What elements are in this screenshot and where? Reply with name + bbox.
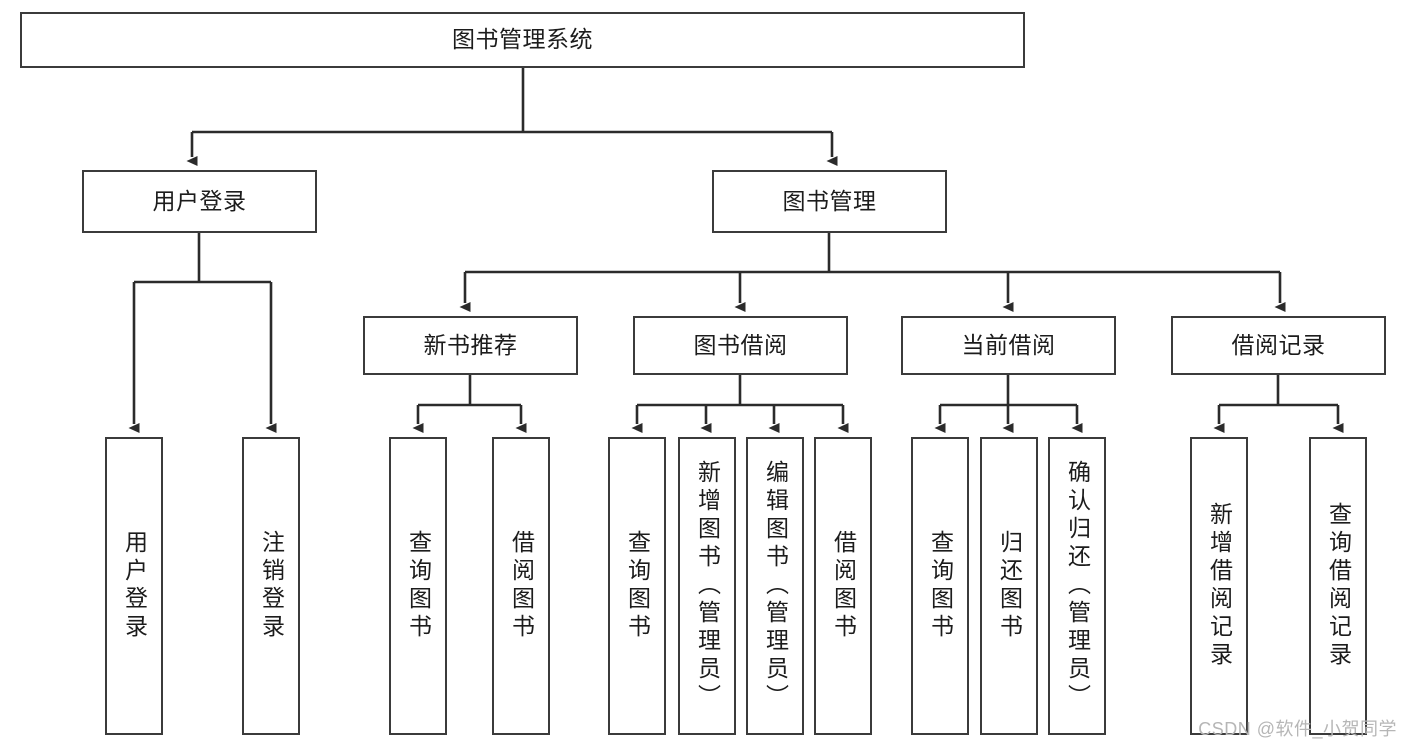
leaf-current-borrow-query-label: 查询图书 <box>927 530 954 642</box>
node-current-borrow-label: 当前借阅 <box>961 331 1056 358</box>
leaf-book-borrow-add[interactable]: 新增图书（管理员） <box>678 437 736 735</box>
leaf-borrow-record-query-label: 查询借阅记录 <box>1325 502 1352 670</box>
leaf-new-book-borrow[interactable]: 借阅图书 <box>492 437 550 735</box>
leaf-user-login-login-label: 用户登录 <box>121 530 148 642</box>
node-current-borrow[interactable]: 当前借阅 <box>901 316 1116 375</box>
leaf-current-borrow-return[interactable]: 归还图书 <box>980 437 1038 735</box>
leaf-new-book-query[interactable]: 查询图书 <box>389 437 447 735</box>
node-borrow-record-label: 借阅记录 <box>1231 331 1326 358</box>
leaf-user-login-logout-label: 注销登录 <box>258 530 285 642</box>
leaf-new-book-borrow-label: 借阅图书 <box>508 530 535 642</box>
node-root-label: 图书管理系统 <box>452 26 593 53</box>
leaf-book-borrow-query-label: 查询图书 <box>624 530 651 642</box>
node-new-book-recommend-label: 新书推荐 <box>423 331 518 358</box>
leaf-book-borrow-edit[interactable]: 编辑图书（管理员） <box>746 437 804 735</box>
leaf-current-borrow-query[interactable]: 查询图书 <box>911 437 969 735</box>
leaf-user-login-login[interactable]: 用户登录 <box>105 437 163 735</box>
leaf-borrow-record-query[interactable]: 查询借阅记录 <box>1309 437 1367 735</box>
node-book-management-label: 图书管理 <box>782 187 877 214</box>
leaf-user-login-logout[interactable]: 注销登录 <box>242 437 300 735</box>
node-book-borrow[interactable]: 图书借阅 <box>633 316 848 375</box>
node-user-login[interactable]: 用户登录 <box>82 170 317 233</box>
csdn-watermark: CSDN @软件_小贺同学 <box>1198 719 1397 739</box>
leaf-new-book-query-label: 查询图书 <box>405 530 432 642</box>
node-book-borrow-label: 图书借阅 <box>693 331 788 358</box>
node-borrow-record[interactable]: 借阅记录 <box>1171 316 1386 375</box>
leaf-current-borrow-confirm-return[interactable]: 确认归还（管理员） <box>1048 437 1106 735</box>
leaf-borrow-record-add[interactable]: 新增借阅记录 <box>1190 437 1248 735</box>
leaf-book-borrow-add-label: 新增图书（管理员） <box>694 460 721 712</box>
leaf-book-borrow-edit-label: 编辑图书（管理员） <box>762 460 789 712</box>
leaf-book-borrow-borrow[interactable]: 借阅图书 <box>814 437 872 735</box>
leaf-borrow-record-add-label: 新增借阅记录 <box>1206 502 1233 670</box>
leaf-book-borrow-query[interactable]: 查询图书 <box>608 437 666 735</box>
node-book-management[interactable]: 图书管理 <box>712 170 947 233</box>
leaf-current-borrow-confirm-return-label: 确认归还（管理员） <box>1064 460 1091 712</box>
leaf-current-borrow-return-label: 归还图书 <box>996 530 1023 642</box>
leaf-book-borrow-borrow-label: 借阅图书 <box>830 530 857 642</box>
node-new-book-recommend[interactable]: 新书推荐 <box>363 316 578 375</box>
node-root-book-management-system[interactable]: 图书管理系统 <box>20 12 1025 68</box>
node-user-login-label: 用户登录 <box>152 187 247 214</box>
